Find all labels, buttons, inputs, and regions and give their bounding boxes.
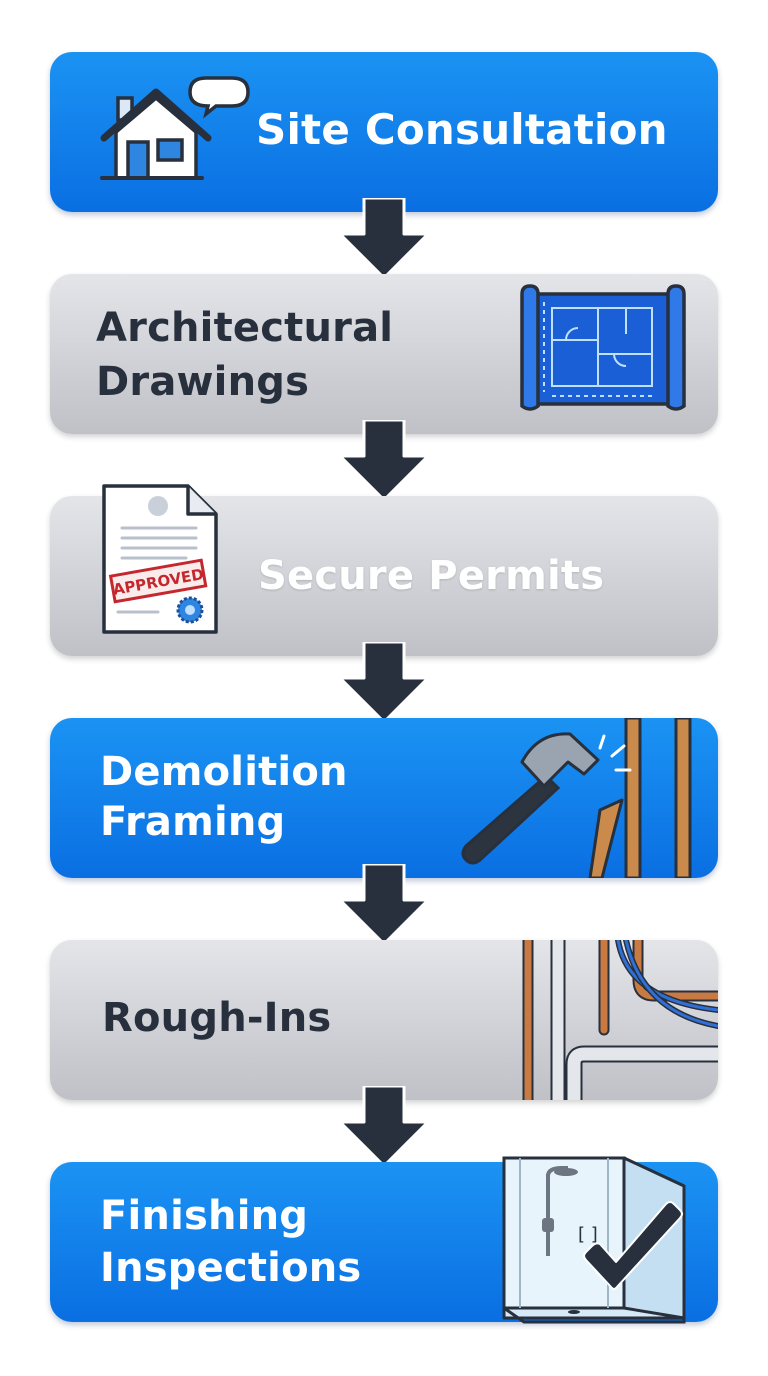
flow-arrow-down-icon bbox=[338, 198, 430, 280]
flow-arrow-down-icon bbox=[338, 642, 430, 724]
svg-text:[ ]: [ ] bbox=[578, 1224, 598, 1245]
step-label: Secure Permits bbox=[258, 553, 605, 599]
step-label: Inspections bbox=[100, 1245, 362, 1291]
flow-arrow-down-icon bbox=[338, 1086, 430, 1168]
pipes-icon bbox=[522, 940, 718, 1100]
approved-document-icon: APPROVED bbox=[102, 484, 218, 634]
step-label: Rough-Ins bbox=[102, 995, 332, 1041]
step-label: Drawings bbox=[96, 359, 310, 405]
flow-arrow-down-icon bbox=[338, 864, 430, 946]
step-label: Finishing bbox=[100, 1193, 309, 1239]
house-icon bbox=[100, 76, 250, 180]
step-rough-ins: Rough-Ins bbox=[50, 940, 718, 1100]
step-label: Architectural bbox=[96, 305, 394, 351]
blueprint-icon bbox=[520, 284, 686, 411]
flow-arrow-down-icon bbox=[338, 420, 430, 502]
step-site-consultation: Site Consultation bbox=[50, 52, 718, 212]
step-label: Site Consultation bbox=[256, 105, 668, 154]
step-demolition-framing: Demolition Framing bbox=[50, 718, 718, 878]
step-architectural-drawings: Architectural Drawings bbox=[50, 274, 718, 434]
hammer-icon bbox=[461, 718, 692, 878]
step-label: Demolition bbox=[100, 749, 348, 795]
shower-checkmark-icon: [ ] bbox=[502, 1156, 686, 1324]
step-label: Framing bbox=[100, 799, 286, 845]
